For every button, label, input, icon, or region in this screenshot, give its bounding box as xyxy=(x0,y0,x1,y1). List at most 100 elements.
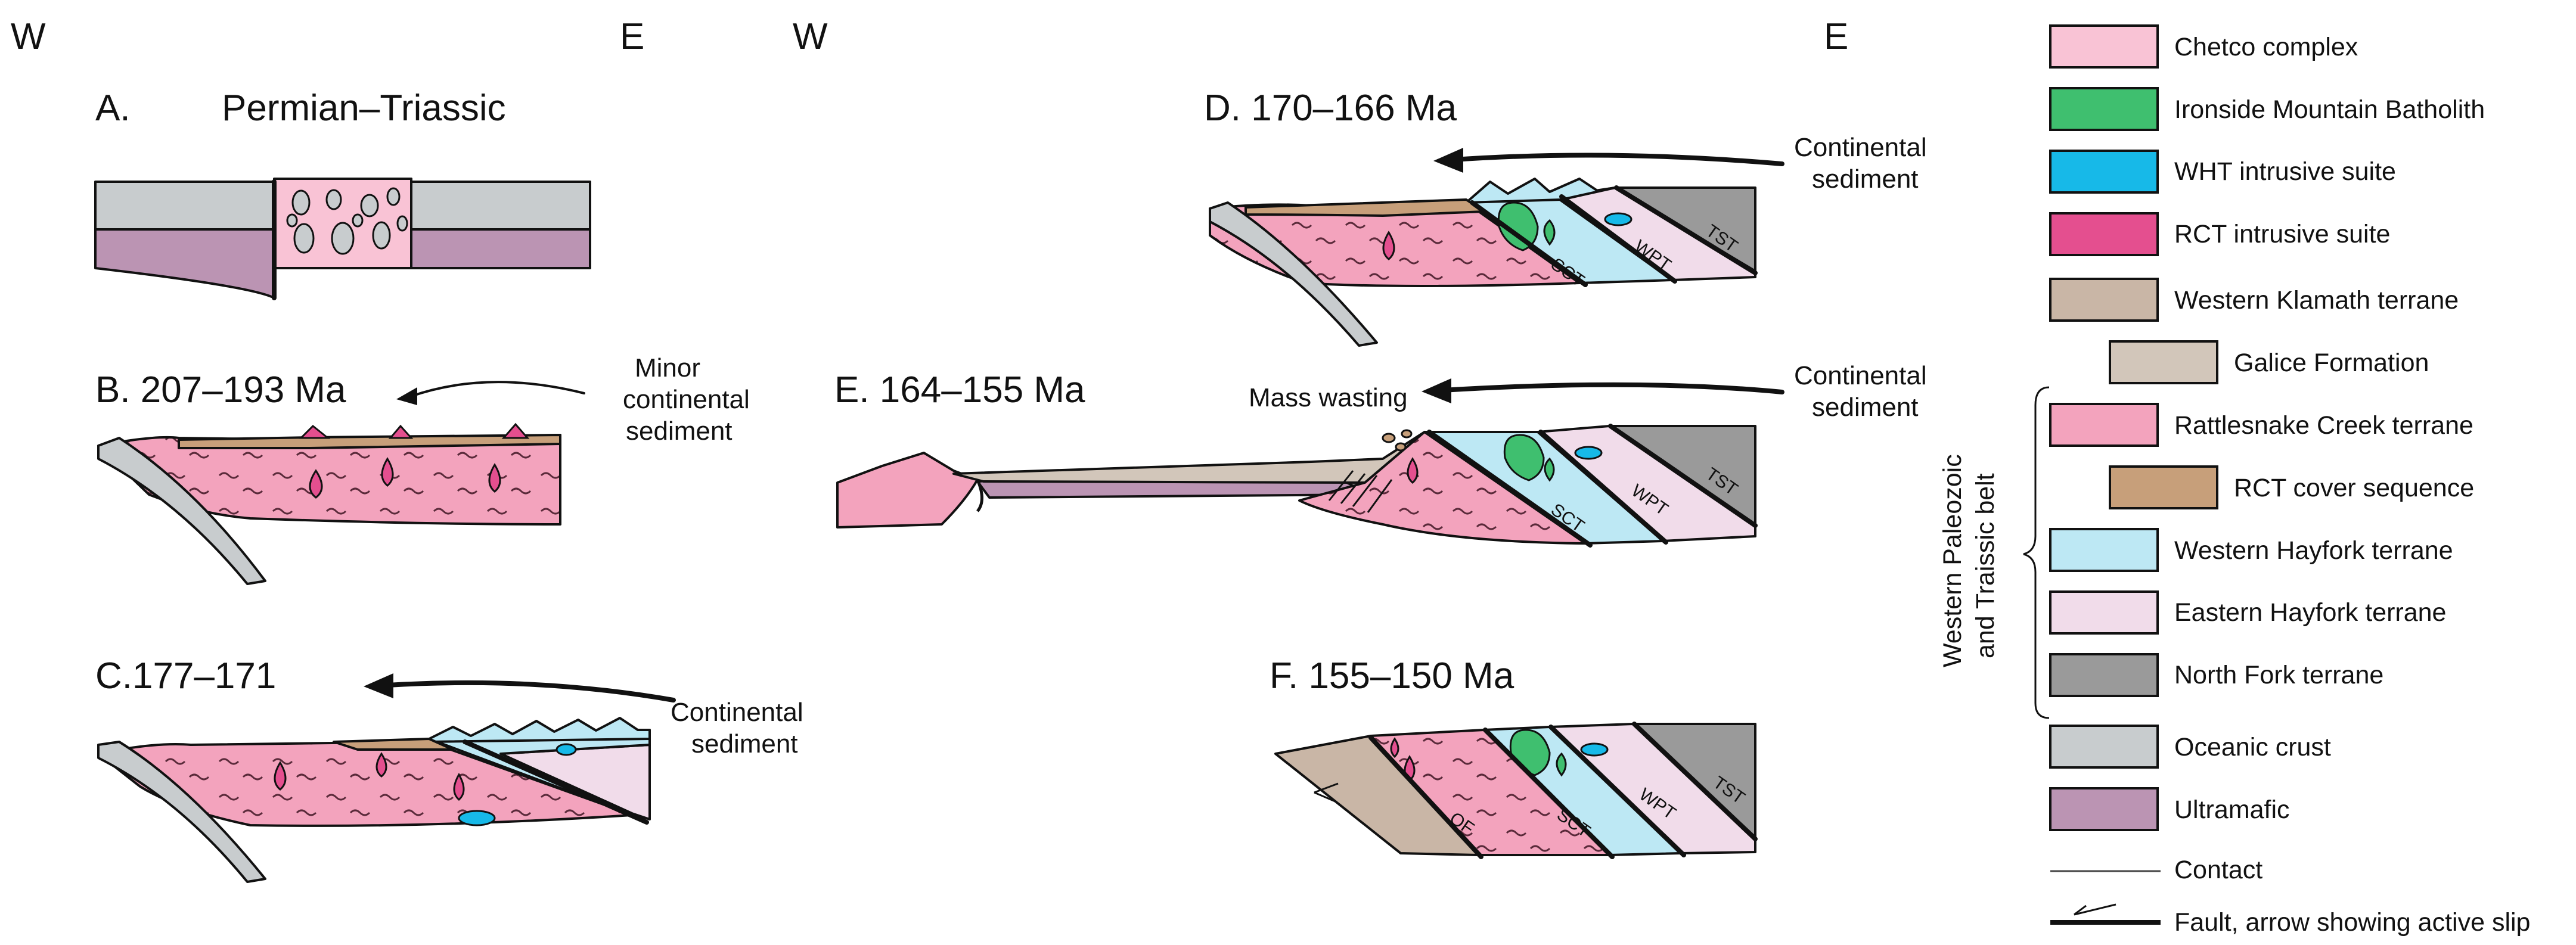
panel-e-note-2: sediment xyxy=(1812,393,1919,422)
panel-e-note-1: Continental xyxy=(1794,361,1927,390)
panel-c-intrusions xyxy=(274,743,577,826)
panel-b-rct-intrusions xyxy=(299,422,530,499)
legend: Chetco complex Ironside Mountain Batholi… xyxy=(1938,24,2530,937)
panel-b-note-3: sediment xyxy=(626,416,733,446)
legend-label-wht: WHT intrusive suite xyxy=(2174,157,2396,186)
legend-label-ironside: Ironside Mountain Batholith xyxy=(2174,95,2485,124)
panel-c-western-hayfork-peaks xyxy=(428,717,651,743)
panel-e-mass-wasting: Mass wasting xyxy=(1249,383,1408,412)
panel-a-ultramafic-right xyxy=(410,228,591,269)
panel-f-title: F. 155–150 Ma xyxy=(1270,655,1514,697)
legend-belt-bracket xyxy=(2023,386,2050,719)
panel-c-note-2: sediment xyxy=(691,729,798,759)
panel-b-arrowhead xyxy=(396,387,417,405)
panel-c-oceanic-slab xyxy=(97,741,266,883)
west-label-right: W xyxy=(793,16,828,57)
legend-swatch-2 xyxy=(2049,150,2159,194)
panel-e-chetco-ridge xyxy=(836,452,979,529)
legend-swatch-12 xyxy=(2049,787,2159,831)
panel-e-rattlesnake-creek xyxy=(1298,431,1587,545)
legend-swatch-10 xyxy=(2049,653,2159,697)
panel-f: F. 155–150 Ma OF SCT WPT TST xyxy=(1270,655,1758,859)
panel-e: E. 164–155 Ma Continental sediment Mass … xyxy=(834,361,1927,548)
legend-swatch-0 xyxy=(2049,24,2159,69)
panel-d-fault-wpt xyxy=(1559,194,1677,284)
panel-c-arrowhead xyxy=(364,673,393,698)
panel-e-fault-wpt xyxy=(1538,430,1668,545)
legend-label-ultramafic: Ultramafic xyxy=(2174,795,2290,824)
panel-c-title: C.177–171 xyxy=(95,655,276,697)
legend-label-eastern-hayfork: Eastern Hayfork terrane xyxy=(2174,598,2446,627)
legend-label-western-hayfork: Western Hayfork terrane xyxy=(2174,536,2453,565)
legend-label-fault: Fault, arrow showing active slip xyxy=(2174,908,2530,937)
legend-label-oceanic: Oceanic crust xyxy=(2174,733,2331,761)
panel-d: D. 170–166 Ma Continental sediment SCT W… xyxy=(1204,88,1927,347)
legend-swatch-5 xyxy=(2109,340,2218,384)
panel-e-mass-wasting-clasts xyxy=(1382,429,1413,452)
legend-label-galice: Galice Formation xyxy=(2234,349,2429,377)
legend-label-north-fork: North Fork terrane xyxy=(2174,661,2383,689)
legend-swatch-1 xyxy=(2049,87,2159,131)
panel-a-oceanic-crust-right xyxy=(410,181,591,231)
panel-a-ultramafic-left xyxy=(94,228,275,299)
panel-d-cover-sequence xyxy=(1244,198,1485,217)
panel-d-fault-sct xyxy=(1470,200,1588,287)
legend-swatch-4 xyxy=(2049,278,2159,322)
panel-e-title: E. 164–155 Ma xyxy=(834,369,1085,411)
panel-b-note-2: continental xyxy=(623,385,750,414)
panel-e-galice-basin xyxy=(952,431,1426,484)
west-label-left: W xyxy=(11,16,46,57)
panel-b-oceanic-slab xyxy=(97,437,266,585)
panel-c-cover-sequence xyxy=(333,738,454,751)
panel-b-note-1: Minor xyxy=(635,353,700,383)
panel-d-arrow xyxy=(1452,153,1784,166)
panel-d-arrowhead xyxy=(1433,148,1463,173)
panel-e-fault-tst xyxy=(1608,424,1758,528)
panel-c: C.177–171 Continental sediment xyxy=(95,655,803,883)
panel-a-subtitle: Permian–Triassic xyxy=(222,88,506,129)
legend-swatch-7 xyxy=(2109,465,2218,509)
panel-d-title: D. 170–166 Ma xyxy=(1204,88,1457,129)
east-label-left: E xyxy=(620,16,644,57)
legend-swatch-11 xyxy=(2049,725,2159,769)
panel-e-fault-sct xyxy=(1427,430,1593,548)
legend-swatch-9 xyxy=(2049,590,2159,635)
legend-swatch-6 xyxy=(2049,403,2159,447)
legend-swatch-3 xyxy=(2049,212,2159,256)
panel-f-fault-sct xyxy=(1483,728,1615,859)
panel-f-slip-arrow xyxy=(1314,782,1339,803)
panel-c-note-1: Continental xyxy=(671,698,803,727)
panel-c-fault-sct xyxy=(463,739,649,825)
panel-d-western-hayfork-peaks xyxy=(1465,178,1616,204)
legend-fault-slip-arrow xyxy=(2074,903,2116,916)
panel-b: B. 207–193 Ma Minor continental sediment xyxy=(95,353,750,585)
panel-f-fault-of xyxy=(1368,735,1483,859)
legend-swatches xyxy=(2049,24,2218,831)
panel-a: A. Permian–Triassic xyxy=(94,88,591,300)
panel-d-note-1: Continental xyxy=(1794,133,1927,162)
panel-e-arrowhead xyxy=(1422,378,1451,403)
panel-f-fault-tst xyxy=(1632,722,1758,841)
panel-e-normal-faults xyxy=(976,470,1393,513)
legend-swatch-8 xyxy=(2049,528,2159,572)
legend-label-rct-intrusive: RCT intrusive suite xyxy=(2174,220,2390,248)
panel-d-oceanic-slab xyxy=(1209,201,1378,347)
panel-f-fault-wpt xyxy=(1548,725,1686,857)
panel-a-title: A. xyxy=(95,88,131,129)
panel-d-note-2: sediment xyxy=(1812,164,1919,194)
legend-belt-line1: Western Paleozoic xyxy=(1938,454,1967,667)
panel-b-arrow xyxy=(410,381,585,397)
panel-d-fault-tst xyxy=(1614,185,1758,275)
legend-label-contact: Contact xyxy=(2174,856,2262,884)
panel-a-oceanic-crust-left xyxy=(94,181,275,231)
legend-label-rct-cover: RCT cover sequence xyxy=(2234,474,2474,502)
legend-label-chetco: Chetco complex xyxy=(2174,33,2358,61)
legend-belt-line2: and Traissic belt xyxy=(1971,473,2000,658)
legend-label-western-klamath: Western Klamath terrane xyxy=(2174,286,2459,315)
panel-a-chetco-pebbles xyxy=(286,187,408,255)
panel-b-title: B. 207–193 Ma xyxy=(95,369,346,411)
legend-label-rattlesnake: Rattlesnake Creek terrane xyxy=(2174,411,2473,440)
panel-e-intrusions xyxy=(1407,434,1603,484)
legend-labels: Chetco complex Ironside Mountain Batholi… xyxy=(2174,33,2530,937)
